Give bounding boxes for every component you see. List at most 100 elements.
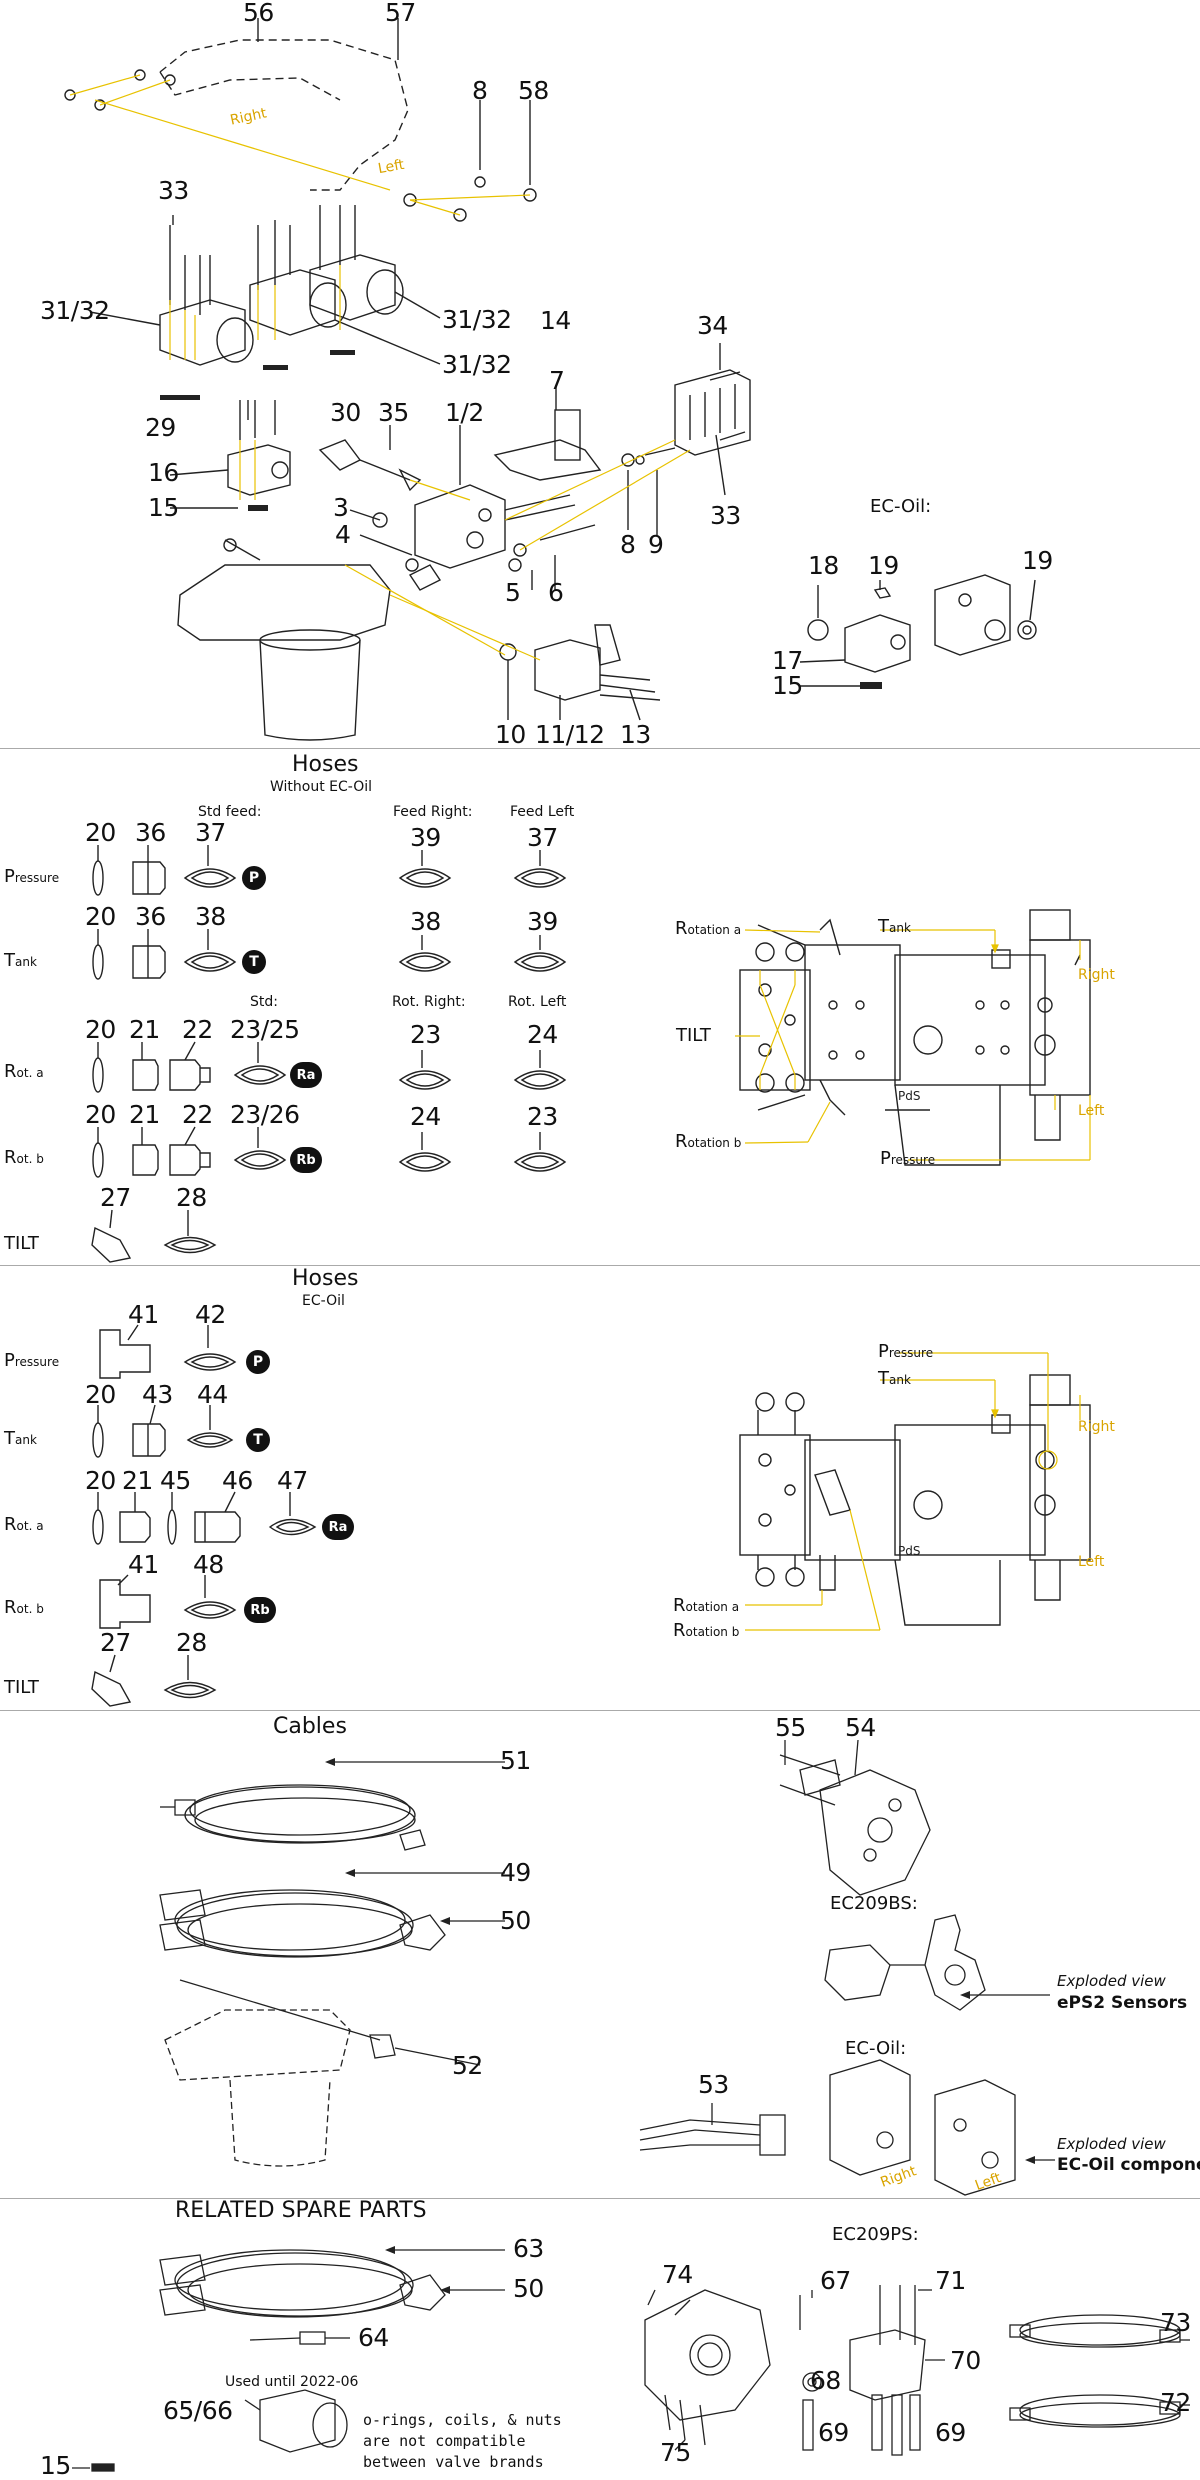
part-number: 24 xyxy=(410,1102,441,1131)
part-number: 36 xyxy=(135,902,166,931)
part-number: 51 xyxy=(500,1746,531,1775)
tilt-label: TILT xyxy=(676,1025,711,1046)
part-number: 30 xyxy=(330,398,361,427)
part-number: 9 xyxy=(648,530,664,559)
part-number: 27 xyxy=(100,1183,131,1212)
rotation-b-label: Rotation b xyxy=(675,1131,742,1152)
rotation-a-label: Rotation a xyxy=(673,1595,740,1616)
row-label-pressure: Pressure xyxy=(4,1350,60,1371)
part-number: 56 xyxy=(243,0,274,27)
part-number: 15 xyxy=(148,493,179,522)
compatibility-note: o-rings, coils, & nuts are not compatibl… xyxy=(363,2411,562,2471)
part-number: 54 xyxy=(845,1713,876,1742)
right-label: Right xyxy=(1078,967,1115,983)
rotation-a-badge: Ra xyxy=(290,1062,322,1088)
part-number: 67 xyxy=(820,2266,851,2295)
part-number: 10 xyxy=(495,720,526,749)
bolts-33 xyxy=(169,205,356,315)
part-number: 20 xyxy=(85,1380,116,1409)
right-label: Right xyxy=(1078,1419,1115,1435)
ecoil-title: EC-Oil: xyxy=(845,2038,907,2059)
tank-badge: T xyxy=(242,950,266,974)
used-until-label: Used until 2022-06 xyxy=(225,2374,359,2390)
part-number: 52 xyxy=(452,2051,483,2080)
row-label-rot-b: Rot. b xyxy=(4,1597,44,1618)
part-number: 50 xyxy=(513,2274,544,2303)
part-number: 27 xyxy=(100,1628,131,1657)
ecoil-title: EC-Oil: xyxy=(870,496,932,517)
row-label-tilt: TILT xyxy=(4,1233,39,1254)
part-number: 65/66 xyxy=(163,2396,233,2425)
rotation-a-label: Rotation a xyxy=(675,918,742,939)
part-number: 53 xyxy=(698,2070,729,2099)
exploded-view-label: Exploded view xyxy=(1057,1972,1166,1990)
hoses2-icons xyxy=(91,1324,317,1707)
part-number: 15 xyxy=(772,671,803,700)
part-number: 33 xyxy=(710,501,741,530)
part-number: 22 xyxy=(182,1015,213,1044)
part-number: 15 xyxy=(40,2451,71,2480)
part-number: 29 xyxy=(145,413,176,442)
part-number: 1/2 xyxy=(445,398,484,427)
part-number: 58 xyxy=(518,76,549,105)
part-number: 64 xyxy=(358,2323,389,2352)
part-number: 34 xyxy=(697,311,728,340)
column-header: Std: xyxy=(250,994,278,1010)
part-number: 23 xyxy=(410,1020,441,1049)
part-number: 55 xyxy=(775,1713,806,1742)
tank-label: Tank xyxy=(878,1368,911,1389)
part-number: 17 xyxy=(772,646,803,675)
separator xyxy=(0,748,1200,749)
tank-label: Tank xyxy=(878,916,911,937)
coil-blocks xyxy=(159,254,404,366)
row-label-rot-a: Rot. a xyxy=(4,1514,44,1535)
part-number: 19 xyxy=(868,551,899,580)
main-valve xyxy=(177,538,442,741)
part-number: 47 xyxy=(277,1466,308,1495)
part-number: 20 xyxy=(85,1100,116,1129)
row-label-rot-b: Rot. b xyxy=(4,1147,44,1168)
part-number: 37 xyxy=(195,818,226,847)
part-number: 22 xyxy=(182,1100,213,1129)
part-number: 8 xyxy=(620,530,636,559)
hoses-title: Hoses xyxy=(292,752,359,777)
part-number: 73 xyxy=(1160,2308,1191,2337)
part-number: 5 xyxy=(505,578,521,607)
part-number: 31/32 xyxy=(40,296,110,325)
part-number: 70 xyxy=(950,2346,981,2375)
part-number: 75 xyxy=(660,2438,691,2467)
rotation-b-label: Rotation b xyxy=(673,1620,740,1641)
column-header: Feed Left xyxy=(510,804,575,820)
pressure-badge: P xyxy=(242,866,266,890)
column-header: Rot. Right: xyxy=(392,994,466,1010)
part-number: 38 xyxy=(410,907,441,936)
exploded-view-label: Exploded view xyxy=(1057,2135,1166,2153)
part-number: 20 xyxy=(85,1015,116,1044)
block-16 xyxy=(227,444,291,496)
separator xyxy=(0,1710,1200,1711)
part-number: 33 xyxy=(158,176,189,205)
part-number: 35 xyxy=(378,398,409,427)
left-label: Left xyxy=(1078,1103,1105,1119)
part-number: 38 xyxy=(195,902,226,931)
part-number: 23/26 xyxy=(230,1100,300,1129)
part-number: 28 xyxy=(176,1628,207,1657)
part-number: 18 xyxy=(808,551,839,580)
part-number: 20 xyxy=(85,818,116,847)
part-number: 23 xyxy=(527,1102,558,1131)
rotation-b-badge: Rb xyxy=(244,1597,276,1623)
pressure-label: Pressure xyxy=(878,1341,934,1362)
part-number: 49 xyxy=(500,1858,531,1887)
rotation-b-badge: Rb xyxy=(290,1147,322,1173)
part-number: 20 xyxy=(85,902,116,931)
part-number: 8 xyxy=(472,76,488,105)
cables-drawing xyxy=(72,1739,1190,2472)
part-number: 41 xyxy=(128,1550,159,1579)
eps2-sensors-label: ePS2 Sensors xyxy=(1057,1993,1188,2013)
part-number: 44 xyxy=(197,1380,228,1409)
part-number: 50 xyxy=(500,1906,531,1935)
part-number: 11/12 xyxy=(535,720,605,749)
part-number: 63 xyxy=(513,2234,544,2263)
part-number: 36 xyxy=(135,818,166,847)
